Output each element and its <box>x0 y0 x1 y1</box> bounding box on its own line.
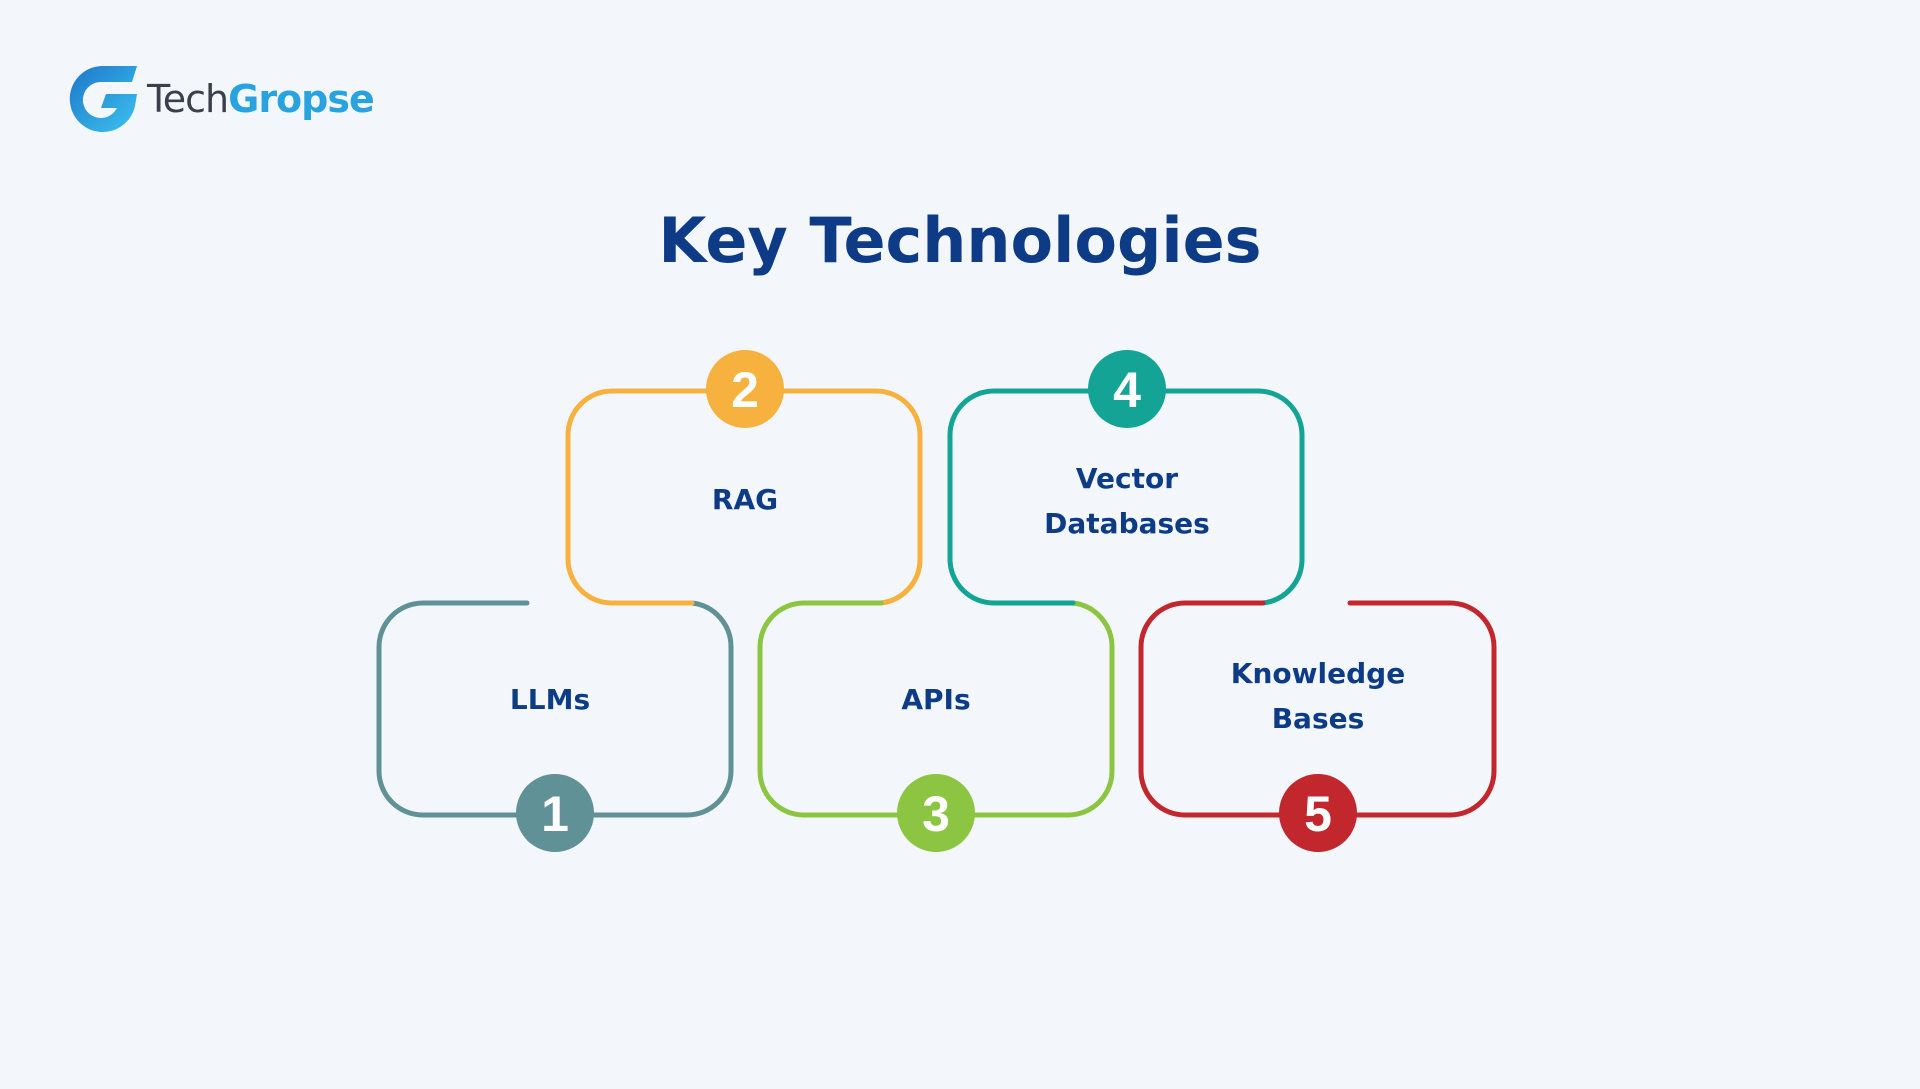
item-label-apis: APIs <box>901 683 970 716</box>
item-label-rag: RAG <box>712 483 778 516</box>
number-badge-label-2: 2 <box>731 362 759 418</box>
number-badge-label-5: 5 <box>1304 786 1332 842</box>
logo-text-gropse: Gropse <box>228 77 374 121</box>
number-badge-3 <box>897 774 975 852</box>
item-label-vector-databases-line-1: Vector <box>1076 462 1178 495</box>
tech-item-apis: APIs 3 <box>897 683 975 852</box>
page-title: Key Technologies <box>658 204 1261 277</box>
box-outline-llms <box>376 600 734 818</box>
tech-item-rag: RAG 2 <box>706 350 784 516</box>
number-badge-label-3: 3 <box>922 786 950 842</box>
box-outline-apis <box>757 600 1115 818</box>
item-label-vector-databases-line-2: Databases <box>1044 507 1210 540</box>
box-outline-rag <box>565 388 923 606</box>
item-label-llms: LLMs <box>510 683 590 716</box>
item-label-knowledge-bases-line-1: Knowledge <box>1231 657 1405 690</box>
techgropse-logo: TechGropse <box>69 66 375 132</box>
number-badge-5 <box>1279 774 1357 852</box>
svg-text:TechGropse: TechGropse <box>146 77 374 121</box>
item-label-knowledge-bases-line-2: Bases <box>1272 702 1365 735</box>
number-badge-4 <box>1088 350 1166 428</box>
number-badge-2 <box>706 350 784 428</box>
tech-item-llms: LLMs 1 <box>510 683 594 852</box>
box-outline-vector-databases <box>947 388 1305 606</box>
number-badge-label-4: 4 <box>1113 362 1141 418</box>
logo-mark-icon <box>69 66 137 132</box>
logo-text-tech: Tech <box>146 77 228 121</box>
number-badge-label-1: 1 <box>541 786 569 842</box>
number-badge-1 <box>516 774 594 852</box>
